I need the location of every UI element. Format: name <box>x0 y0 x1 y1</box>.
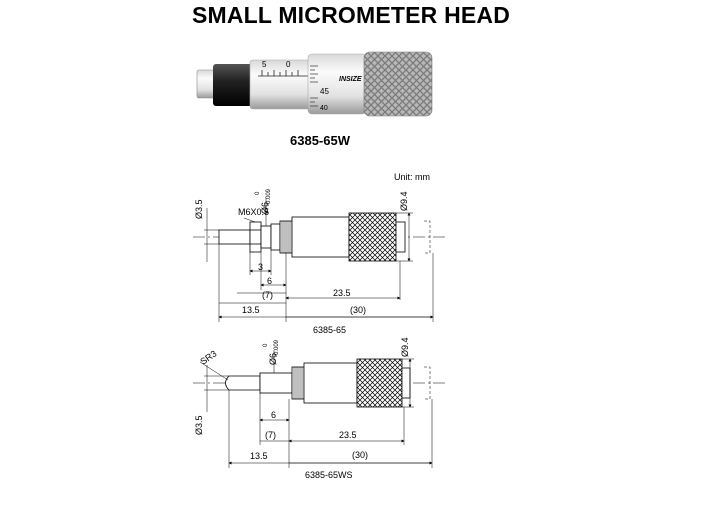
ratchet-knurl <box>363 51 433 117</box>
thimble-graduations <box>310 65 318 107</box>
spindle-tip <box>196 69 216 99</box>
spindle-dia-label: Ø3.5 <box>194 415 204 435</box>
lock-nut <box>213 64 253 106</box>
drawing-6385-65 <box>193 198 445 322</box>
product-model-label: 6385-65W <box>290 133 350 148</box>
sleeve-dia-label: Ø6 <box>260 202 270 214</box>
thread-label: M6X0.5 <box>238 207 269 217</box>
spindle-dia-label: Ø3.5 <box>194 199 204 219</box>
sleeve <box>249 59 313 110</box>
product-photo: 5 0 45 40 INSIZE <box>196 51 433 117</box>
sleeve-scale-number: 0 <box>286 60 291 69</box>
dim-7: (7) <box>262 290 273 300</box>
dim-7: (7) <box>265 430 276 440</box>
dim-30: (30) <box>352 450 368 460</box>
dim-13-5: 13.5 <box>250 451 268 461</box>
tolerance-lower: -0.009 <box>266 188 272 206</box>
thimble-scale-number: 40 <box>320 105 328 112</box>
dim-23-5: 23.5 <box>333 288 351 298</box>
thimble-scale-number: 45 <box>320 87 329 96</box>
drawing-caption: 6385-65 <box>313 325 346 335</box>
thimble-dia-label: Ø9.4 <box>399 191 409 211</box>
dim-30: (30) <box>350 305 366 315</box>
dim-13-5: 13.5 <box>242 305 260 315</box>
thimble-dia-label: Ø9.4 <box>400 337 410 357</box>
sleeve-graduations <box>258 70 308 77</box>
thimble <box>307 53 367 115</box>
drawing-caption: 6385-65WS <box>305 470 353 480</box>
unit-label: Unit: mm <box>394 172 430 182</box>
tolerance-upper: 0 <box>263 343 269 347</box>
sleeve-dia-label: Ø6 <box>268 353 278 365</box>
page-title: SMALL MICROMETER HEAD <box>191 2 511 28</box>
radius-label: SR3 <box>198 348 218 366</box>
dim-6: 6 <box>271 410 276 420</box>
drawing-6385-65ws <box>193 350 445 468</box>
dim-23-5: 23.5 <box>339 430 357 440</box>
sleeve-scale-number: 5 <box>262 60 267 69</box>
drawing-6385-65-labels: Unit: mm M6X0.5 Ø3.5 Ø6 0 -0.009 Ø9.4 3 … <box>194 172 430 335</box>
tolerance-upper: 0 <box>255 191 261 195</box>
dim-3: 3 <box>258 262 263 272</box>
brand-logo: INSIZE <box>339 76 362 83</box>
tolerance-lower: -0.009 <box>274 339 280 357</box>
dim-6: 6 <box>267 276 272 286</box>
